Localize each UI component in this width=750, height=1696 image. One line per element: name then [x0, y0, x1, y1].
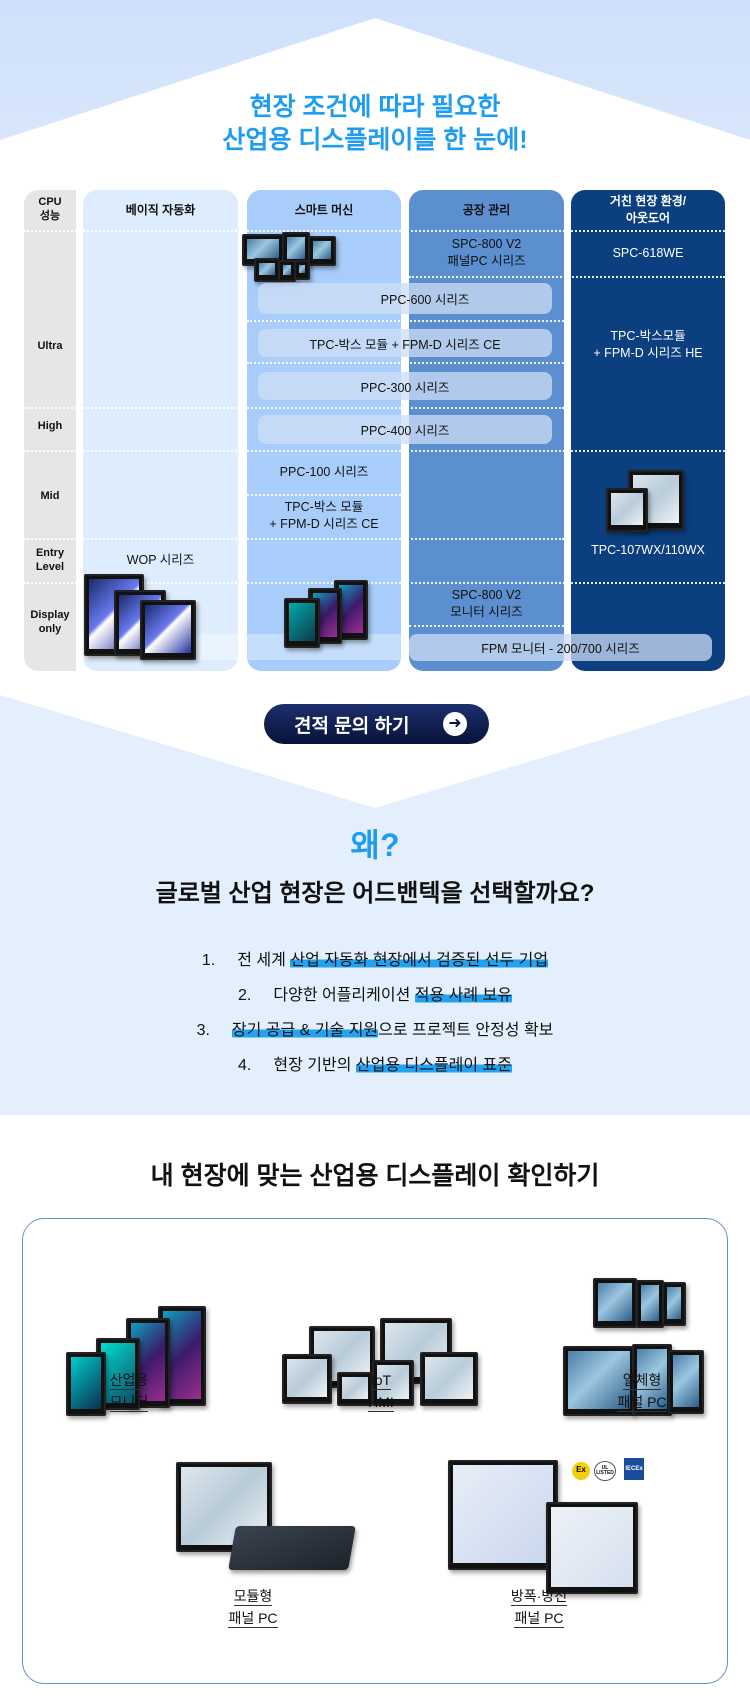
cell-spc618we: SPC-618WE — [612, 245, 684, 260]
products-card — [22, 1218, 728, 1684]
products-title: 내 현장에 맞는 산업용 디스플레이 확인하기 — [150, 1162, 600, 1190]
column-harsh-outdoor — [571, 190, 725, 671]
pill-tpc-ce-wide: TPC-박스 모듈 + FPM-D 시리즈 CE — [258, 329, 552, 357]
reason-text: 다양한 어플리케이션 — [273, 987, 415, 1004]
row-divider — [24, 230, 725, 232]
reason-item: 3. 장기 공급 & 기술 지원으로 프로젝트 안정성 확보 — [0, 1020, 750, 1042]
cell-spc800-panel: SPC-800 V2 패널PC 시리즈 — [447, 237, 526, 268]
reason-text: 현장 기반의 — [273, 1057, 356, 1074]
product-label: IoT — [370, 1372, 392, 1390]
row-label-mid: Mid — [40, 490, 60, 502]
cell-tpc-he: TPC-박스모듈 + FPM-D 시리즈 HE — [593, 329, 703, 360]
reason-highlight: 장기 공급 & 기술 지원 — [231, 1022, 379, 1039]
cpu-column — [24, 190, 76, 671]
product-label: 일체형 — [622, 1372, 662, 1390]
cell-spc800-monitor: SPC-800 V2 모니터 시리즈 — [450, 587, 523, 619]
arrow-right-circle-icon: ➜ — [443, 712, 467, 736]
product-label: 산업용 — [109, 1372, 149, 1390]
header-harsh-outdoor: 거친 현장 환경/ 아웃도어 — [609, 194, 687, 225]
cell-wop: WOP 시리즈 — [126, 552, 195, 567]
reason-number: 2. — [238, 987, 252, 1004]
ul-listed-cert-icon: UL LISTED — [594, 1461, 616, 1481]
product-label: 방폭·방진 — [510, 1588, 568, 1606]
cell-tpc107: TPC-107WX/110WX — [591, 542, 705, 557]
quote-request-button[interactable]: 견적 문의 하기 ➜ — [264, 704, 489, 744]
row-label-high: High — [37, 420, 63, 432]
header-smart-machine: 스마트 머신 — [294, 202, 354, 217]
pill-ppc600: PPC-600 시리즈 — [258, 283, 552, 314]
reason-text: 으로 프로젝트 안정성 확보 — [378, 1022, 554, 1039]
pill-ppc300: PPC-300 시리즈 — [258, 372, 552, 400]
pill-ppc400: PPC-400 시리즈 — [258, 415, 552, 444]
cell-ppc100: PPC-100 시리즈 — [279, 464, 369, 479]
row-label-display-only: Display only — [30, 609, 70, 635]
row-label-entry: Entry Level — [35, 547, 65, 573]
row-divider — [409, 625, 564, 627]
reason-item: 2. 다양한 어플리케이션 적용 사례 보유 — [0, 985, 750, 1007]
reason-item: 1. 전 세계 산업 자동화 현장에서 검증된 선두 기업 — [0, 950, 750, 972]
ex-cert-icon: Ex — [572, 1462, 590, 1480]
reason-number: 3. — [196, 1022, 210, 1039]
row-divider — [247, 494, 401, 496]
reason-text: 전 세계 — [237, 952, 291, 969]
reason-number: 1. — [201, 952, 216, 969]
hero-title-line2: 산업용 디스플레이를 한 눈에! — [222, 126, 528, 154]
product-label: HMI — [368, 1394, 394, 1412]
row-divider — [24, 538, 564, 540]
product-link-iot-hmi[interactable]: IoT HMI — [311, 1370, 451, 1414]
reason-highlight: 산업용 디스플레이 표준 — [355, 1057, 512, 1074]
header-factory-management: 공장 관리 — [462, 202, 511, 217]
hero-title-line1: 현장 조건에 따라 필요한 — [249, 93, 501, 121]
product-label: 패널 PC — [514, 1610, 564, 1628]
header-basic-automation: 베이직 자동화 — [125, 202, 196, 217]
row-divider — [409, 276, 725, 278]
comparison-table: CPU 성능 베이직 자동화 스마트 머신 공장 관리 거친 현장 환경/ 아웃… — [24, 190, 725, 671]
product-label: 패널 PC — [228, 1610, 278, 1628]
why-subtitle: 글로벌 산업 현장은 어드밴텍을 선택할까요? — [155, 880, 595, 907]
reason-highlight: 적용 사례 보유 — [414, 987, 512, 1004]
reason-number: 4. — [238, 1057, 252, 1074]
product-label: 모듈형 — [233, 1588, 273, 1606]
cell-tpc-ce: TPC-박스 모듈 + FPM-D 시리즈 CE — [269, 500, 379, 531]
product-label: 모니터 — [109, 1394, 149, 1412]
row-divider — [247, 320, 564, 322]
row-divider — [24, 450, 725, 452]
row-divider — [247, 362, 564, 364]
product-label: 패널 PC — [617, 1394, 667, 1412]
iecex-cert-icon: IECEx — [624, 1458, 644, 1480]
row-divider — [24, 407, 564, 409]
reason-item: 4. 현장 기반의 산업용 디스플레이 표준 — [0, 1055, 750, 1077]
reason-highlight: 산업 자동화 현장에서 검증된 선두 기업 — [290, 952, 549, 969]
why-title: 왜? — [350, 827, 400, 863]
pill-fpm: FPM 모니터 - 200/700 시리즈 — [409, 634, 712, 661]
row-label-ultra: Ultra — [37, 340, 63, 352]
row-divider — [24, 582, 725, 584]
cpu-header: CPU 성능 — [38, 196, 62, 222]
quote-request-label: 견적 문의 하기 — [294, 715, 410, 737]
